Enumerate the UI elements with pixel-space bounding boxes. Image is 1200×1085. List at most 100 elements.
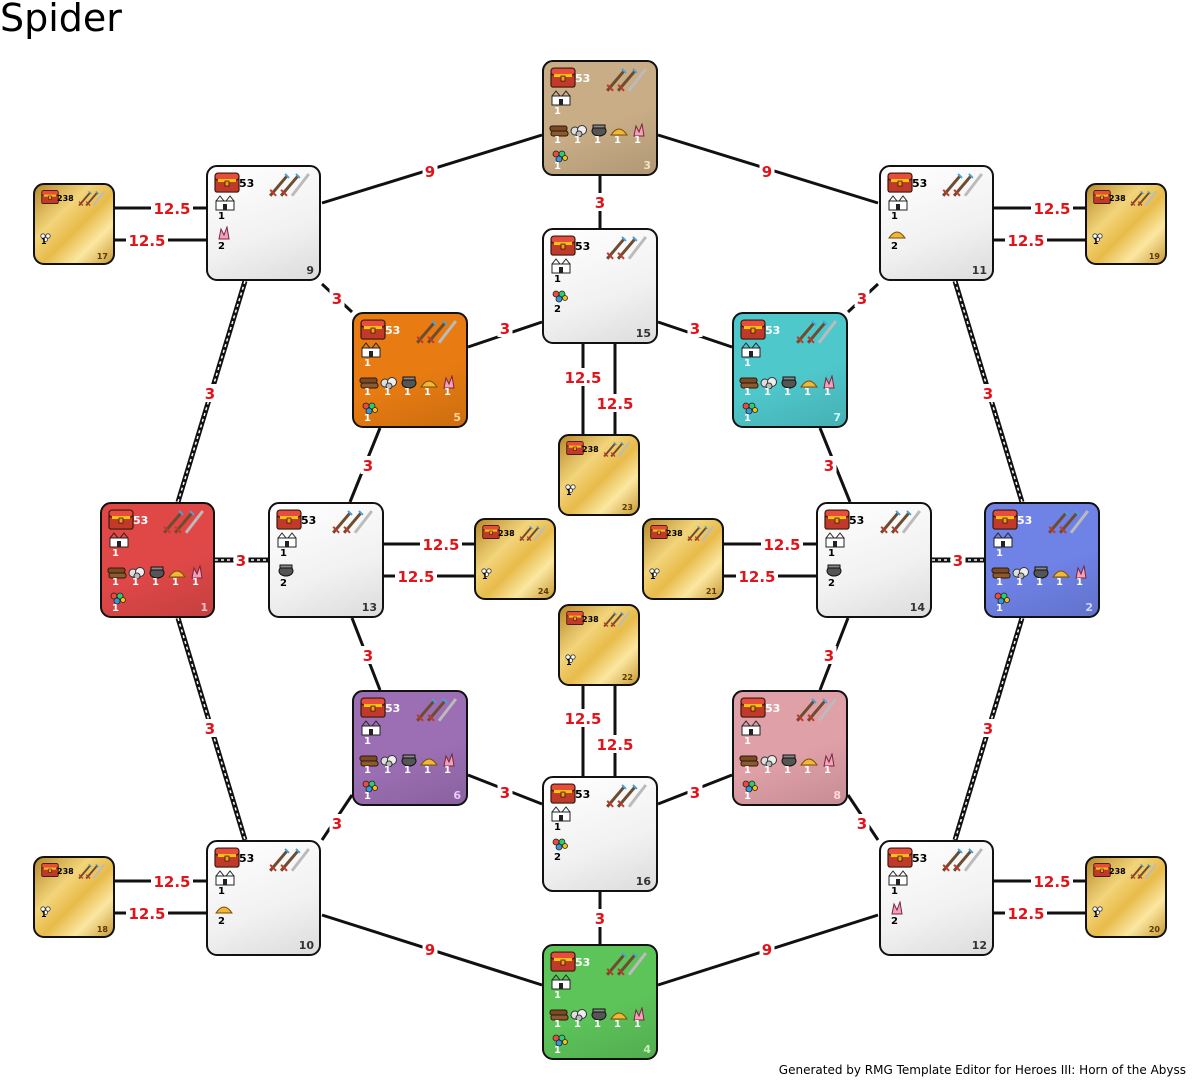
monster-strength-icon: [940, 847, 986, 877]
town-count: 1: [891, 211, 898, 222]
mercury-mine: 1: [1031, 564, 1050, 588]
sulfur-mine: 1: [799, 752, 818, 776]
treasure-icon: [214, 171, 240, 197]
connection-label: 9: [425, 941, 435, 959]
connection-label: 12.5: [564, 369, 601, 387]
mercury-mine: 1: [147, 564, 166, 588]
zone-number: 20: [1148, 925, 1160, 934]
mercury-icon: [276, 562, 296, 581]
mercury-mine-count: 1: [784, 765, 791, 776]
connection-9-5: 3: [320, 282, 354, 314]
connection-19-11: 12.5: [994, 199, 1085, 218]
mercury-mine-count: 1: [594, 1019, 601, 1030]
gems-mine-count: 1: [112, 603, 119, 614]
gems-icon: [360, 778, 380, 797]
connection-label: 3: [983, 385, 993, 403]
treasure-value: 53: [765, 324, 781, 337]
crystal-mine-count: 1: [634, 1019, 641, 1030]
mercury-mine: 1: [399, 374, 418, 398]
zone-number: 15: [635, 327, 651, 340]
wood-mine: 1: [991, 564, 1011, 588]
town-count: 1: [218, 211, 225, 222]
ore-mine-count: 1: [384, 387, 391, 398]
ore-mine: 1: [379, 374, 398, 398]
town-count: 1: [218, 886, 225, 897]
extra-mine-count: 2: [554, 304, 561, 315]
connection-15-5: 3: [467, 319, 543, 349]
extra-mine-count: 2: [218, 241, 225, 252]
zone-number: 16: [635, 875, 651, 888]
connection-label: 9: [762, 163, 772, 181]
wood-mine: 1: [739, 374, 759, 398]
connection-3-9: 9: [321, 133, 543, 205]
treasure-value: 53: [912, 852, 928, 865]
zone-number: 13: [361, 601, 377, 614]
mercury-mine-count: 1: [594, 135, 601, 146]
gems-mine-count: 1: [996, 603, 1003, 614]
mercury-icon: [824, 562, 844, 581]
extra-mine-count: 2: [554, 852, 561, 863]
connection-20-12: 12.5: [994, 904, 1085, 923]
town-icon: [550, 806, 572, 826]
mercury-mine: 1: [589, 1006, 608, 1030]
zone-number: 17: [96, 252, 108, 261]
treasure-value: 53: [239, 852, 255, 865]
wood-mine: 1: [359, 752, 379, 776]
zone-16[interactable]: 53 1 2 16: [542, 776, 658, 892]
zone-number: 18: [96, 925, 108, 934]
connection-14-8: 3: [818, 617, 850, 691]
town-count: 1: [554, 822, 561, 833]
gems-mine-count: 1: [364, 791, 371, 802]
sulfur-mine: 1: [609, 122, 628, 146]
monster-strength-icon: [686, 525, 716, 546]
wood-mine: 1: [359, 374, 379, 398]
connection-6-10: 3: [320, 794, 354, 841]
treasure-value: 53: [301, 514, 317, 527]
mercury-mine: 1: [589, 122, 608, 146]
connection-label: 12.5: [596, 395, 633, 413]
monster-strength-icon: [604, 235, 650, 265]
ore-mine: 1: [569, 1006, 588, 1030]
treasure-value: 238: [1109, 867, 1126, 876]
crystal-icon: [214, 225, 234, 244]
monster-strength-icon: [414, 697, 460, 727]
connection-label: 3: [690, 320, 700, 338]
treasure-value: 238: [1109, 194, 1126, 203]
treasure-icon: [650, 524, 668, 543]
wood-mine-count: 1: [744, 387, 751, 398]
ore-mine-count: 1: [764, 387, 771, 398]
connection-label: 12.5: [397, 568, 434, 586]
connection-9-1: 3: [175, 280, 248, 503]
extra-mine-count: 2: [218, 916, 225, 927]
treasure-value: 53: [575, 788, 591, 801]
zone-number: 1: [200, 601, 208, 614]
extra-count: 1: [566, 488, 572, 497]
connection-label: 3: [983, 720, 993, 738]
zone-number: 8: [833, 789, 841, 802]
monster-strength-icon: [77, 190, 107, 211]
